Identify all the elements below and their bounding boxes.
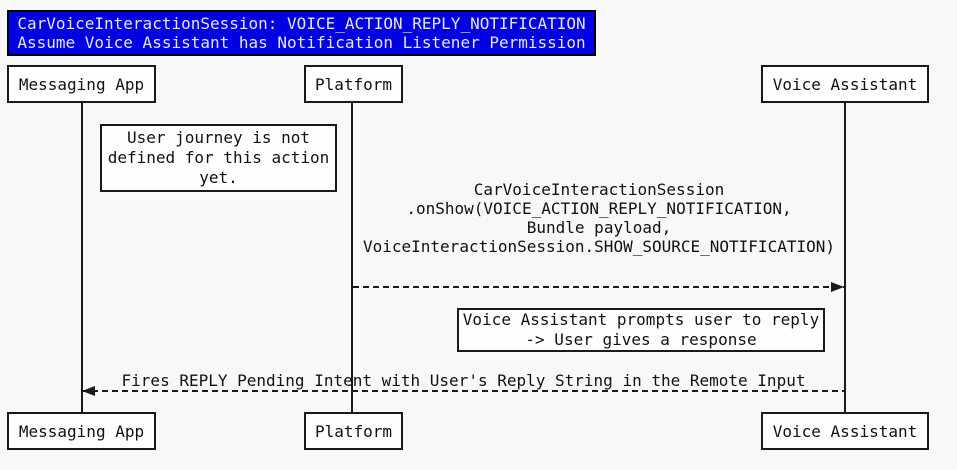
actor-label-platform-top: Platform (314, 74, 393, 94)
diagram-title-box: CarVoiceInteractionSession: VOICE_ACTION… (7, 10, 596, 56)
note-prompt-reply: Voice Assistant prompts user to reply ->… (457, 308, 825, 352)
message-onshow-line-4: VoiceInteractionSession.SHOW_SOURCE_NOTI… (362, 237, 835, 256)
actor-box-platform-top: Platform (304, 65, 403, 103)
note-user-journey-line-2: defined for this action (107, 148, 330, 167)
actor-label-messaging-app-bottom: Messaging App (18, 421, 145, 441)
arrowhead-left-icon (82, 386, 95, 396)
actor-box-voice-assistant-bottom: Voice Assistant (761, 412, 929, 450)
actor-label-platform-bottom: Platform (314, 421, 393, 441)
diagram-title-line-2: Assume Voice Assistant has Notification … (17, 33, 586, 52)
actor-box-messaging-app-bottom: Messaging App (7, 412, 156, 450)
lifeline-platform (351, 103, 353, 412)
note-user-journey-line-1: User journey is not (126, 128, 311, 147)
note-user-journey: User journey is not defined for this act… (100, 124, 337, 192)
actor-label-voice-assistant-bottom: Voice Assistant (772, 421, 918, 441)
arrow-fires-voice-to-messaging (82, 386, 845, 396)
arrowhead-right-icon (831, 282, 844, 292)
lifeline-voice-assistant (844, 103, 846, 412)
actor-label-messaging-app-top: Messaging App (18, 74, 145, 94)
note-user-journey-line-3: yet. (199, 168, 238, 187)
message-onshow-label: CarVoiceInteractionSession .onShow(VOICE… (353, 180, 845, 256)
actor-box-messaging-app-top: Messaging App (7, 65, 156, 103)
note-prompt-reply-line-2: -> User gives a response (525, 330, 757, 349)
note-prompt-reply-line-1: Voice Assistant prompts user to reply (462, 310, 820, 329)
message-fires-reply-label: Fires REPLY Pending Intent with User's R… (82, 371, 845, 390)
diagram-title-line-1: CarVoiceInteractionSession: VOICE_ACTION… (17, 14, 586, 33)
lifeline-messaging-app (81, 103, 83, 412)
arrow-onshow-platform-to-voice (353, 282, 844, 292)
actor-box-voice-assistant-top: Voice Assistant (761, 65, 929, 103)
message-onshow-line-2: .onShow(VOICE_ACTION_REPLY_NOTIFICATION, (406, 199, 792, 218)
message-onshow-line-1: CarVoiceInteractionSession (473, 180, 725, 199)
actor-box-platform-bottom: Platform (304, 412, 403, 450)
message-fires-reply-line-1: Fires REPLY Pending Intent with User's R… (121, 371, 806, 390)
message-onshow-line-3: Bundle payload, (526, 218, 672, 237)
actor-label-voice-assistant-top: Voice Assistant (772, 74, 918, 94)
